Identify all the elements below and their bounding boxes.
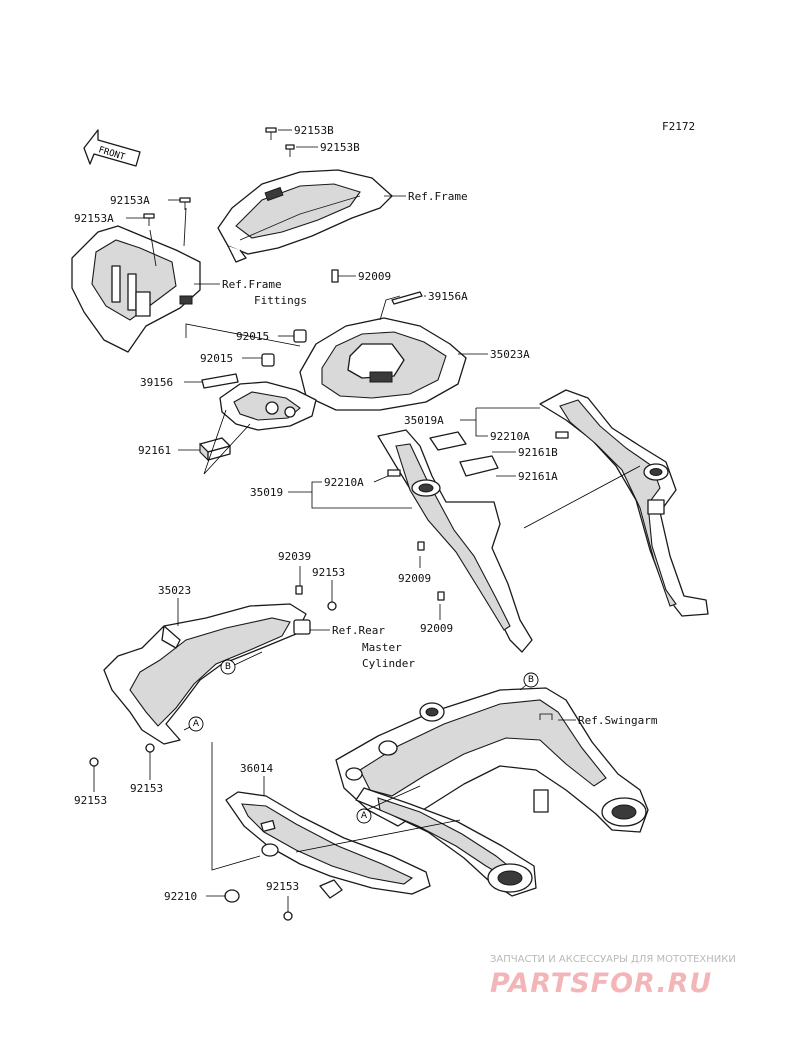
hugger-35023 <box>103 603 311 745</box>
callout-92153-left: 92153 <box>74 794 107 807</box>
bolt-icon <box>327 601 337 611</box>
bolt-icon <box>283 911 293 921</box>
clip-icon <box>387 469 401 477</box>
callout-92161: 92161 <box>138 444 171 457</box>
side-cover-92015 <box>201 329 317 431</box>
chain-guard-36014 <box>225 791 431 899</box>
callout-39156a: 39156A <box>428 290 468 303</box>
right-bracket-35019a <box>539 389 709 617</box>
seat-cowl-35023a <box>299 295 467 411</box>
callout-35019a: 35019A <box>404 414 444 427</box>
figure-id: F2172 <box>662 120 695 133</box>
reference-marker-a: A <box>356 808 372 824</box>
callout-36014: 36014 <box>240 762 273 775</box>
svg-text:B: B <box>528 675 534 685</box>
svg-text:B: B <box>225 662 231 672</box>
collar-icon <box>224 889 240 903</box>
front-arrow-icon: FRONT <box>83 129 141 167</box>
callout-ref-rear: Ref.Rear <box>332 624 385 637</box>
callout-ref-swingarm: Ref.Swingarm <box>578 714 658 727</box>
callout-92161b: 92161B <box>518 446 558 459</box>
callout-92153a: 92153A <box>74 212 114 225</box>
bolt-icon <box>437 591 445 601</box>
callout-92161a: 92161A <box>518 470 558 483</box>
callout-92153b: 92153B <box>320 141 360 154</box>
callout-92009-lower: 92009 <box>420 622 453 635</box>
callout-master: Master <box>362 641 402 654</box>
seal-strip-39156a <box>391 291 423 305</box>
callout-ref-frame-fittings: Ref.Frame <box>222 278 282 291</box>
callout-92015-upper: 92015 <box>236 330 269 343</box>
swingarm <box>335 687 649 897</box>
callout-cylinder: Cylinder <box>362 657 415 670</box>
center-bracket-35019 <box>377 429 533 653</box>
callout-92009-top: 92009 <box>358 270 391 283</box>
leader-lines <box>93 129 641 912</box>
bolt-icon <box>295 585 303 595</box>
bolt-icon <box>285 144 295 157</box>
callout-92015-lower: 92015 <box>200 352 233 365</box>
callout-35019: 35019 <box>250 486 283 499</box>
callout-fittings: Fittings <box>254 294 307 307</box>
callout-92153-mid: 92153 <box>130 782 163 795</box>
svg-text:A: A <box>193 719 200 729</box>
reference-marker-b: B <box>220 659 236 675</box>
callout-35023a: 35023A <box>490 348 530 361</box>
callout-92153-bottom: 92153 <box>266 880 299 893</box>
watermark-logo: PARTSFOR.RU <box>490 968 712 999</box>
frame-fittings <box>71 207 201 353</box>
svg-text:A: A <box>361 811 368 821</box>
bolt-icon <box>179 197 191 210</box>
callout-92153a-top: 92153A <box>110 194 150 207</box>
reference-marker-a: A <box>188 716 204 732</box>
callout-92210a-left: 92210A <box>324 476 364 489</box>
callout-39156: 39156 <box>140 376 173 389</box>
callout-92009-mid: 92009 <box>398 572 431 585</box>
bolt-icon <box>145 743 155 753</box>
callout-ref-frame: Ref.Frame <box>408 190 468 203</box>
reference-marker-b: B <box>523 672 539 688</box>
callout-92153-upper: 92153 <box>312 566 345 579</box>
bolt-icon <box>417 541 425 551</box>
callout-35023: 35023 <box>158 584 191 597</box>
bolt-icon <box>143 213 155 226</box>
callout-92210: 92210 <box>164 890 197 903</box>
callout-92153b-top: 92153B <box>294 124 334 137</box>
frame-upper-bracket <box>217 169 393 263</box>
callout-92039: 92039 <box>278 550 311 563</box>
bolt-icon <box>89 757 99 767</box>
callout-92210a-right: 92210A <box>490 430 530 443</box>
bolt-icon <box>265 127 277 140</box>
clip-icon <box>555 431 569 439</box>
bolt-icon <box>331 269 339 283</box>
watermark-tagline: ЗАПЧАСТИ И АКСЕССУАРЫ ДЛЯ МОТОТЕХНИКИ <box>490 954 736 965</box>
